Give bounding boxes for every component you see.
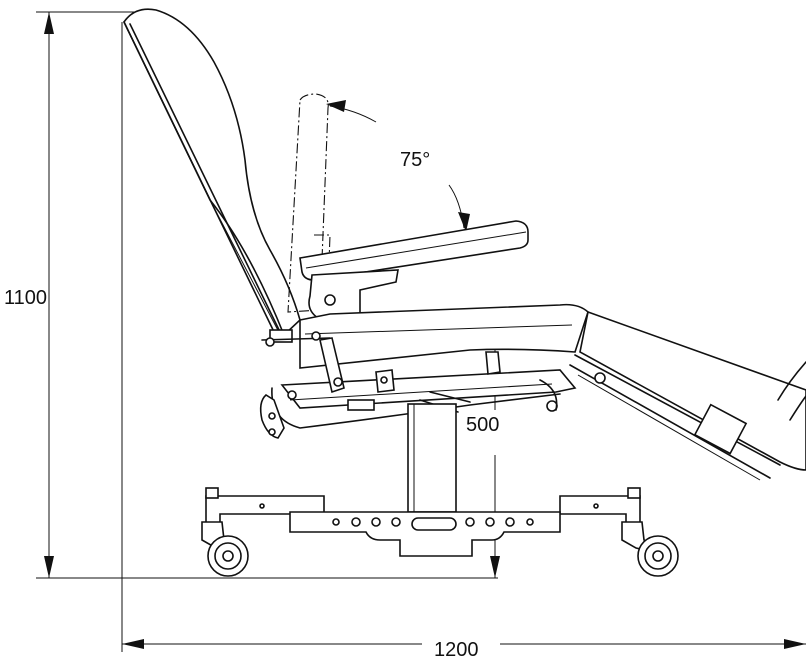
hydraulic-column bbox=[407, 403, 457, 513]
leg-rest bbox=[569, 310, 806, 481]
width-label: 1200 bbox=[428, 640, 485, 660]
base-frame bbox=[205, 487, 641, 557]
height-label: 1100 bbox=[4, 287, 48, 309]
armrest bbox=[299, 220, 529, 319]
dimension-angle-75 bbox=[326, 100, 470, 232]
caster-wheel-right bbox=[621, 521, 679, 577]
dimension-height-1100 bbox=[36, 11, 205, 579]
angle-label: 75° bbox=[400, 149, 431, 171]
backrest bbox=[123, 8, 301, 341]
seat-frame bbox=[259, 329, 577, 439]
seat-height-label: 500 bbox=[466, 414, 500, 436]
seat-cushion bbox=[299, 303, 589, 369]
caster-wheel-left bbox=[201, 521, 249, 577]
dimension-width-1200 bbox=[121, 22, 806, 652]
